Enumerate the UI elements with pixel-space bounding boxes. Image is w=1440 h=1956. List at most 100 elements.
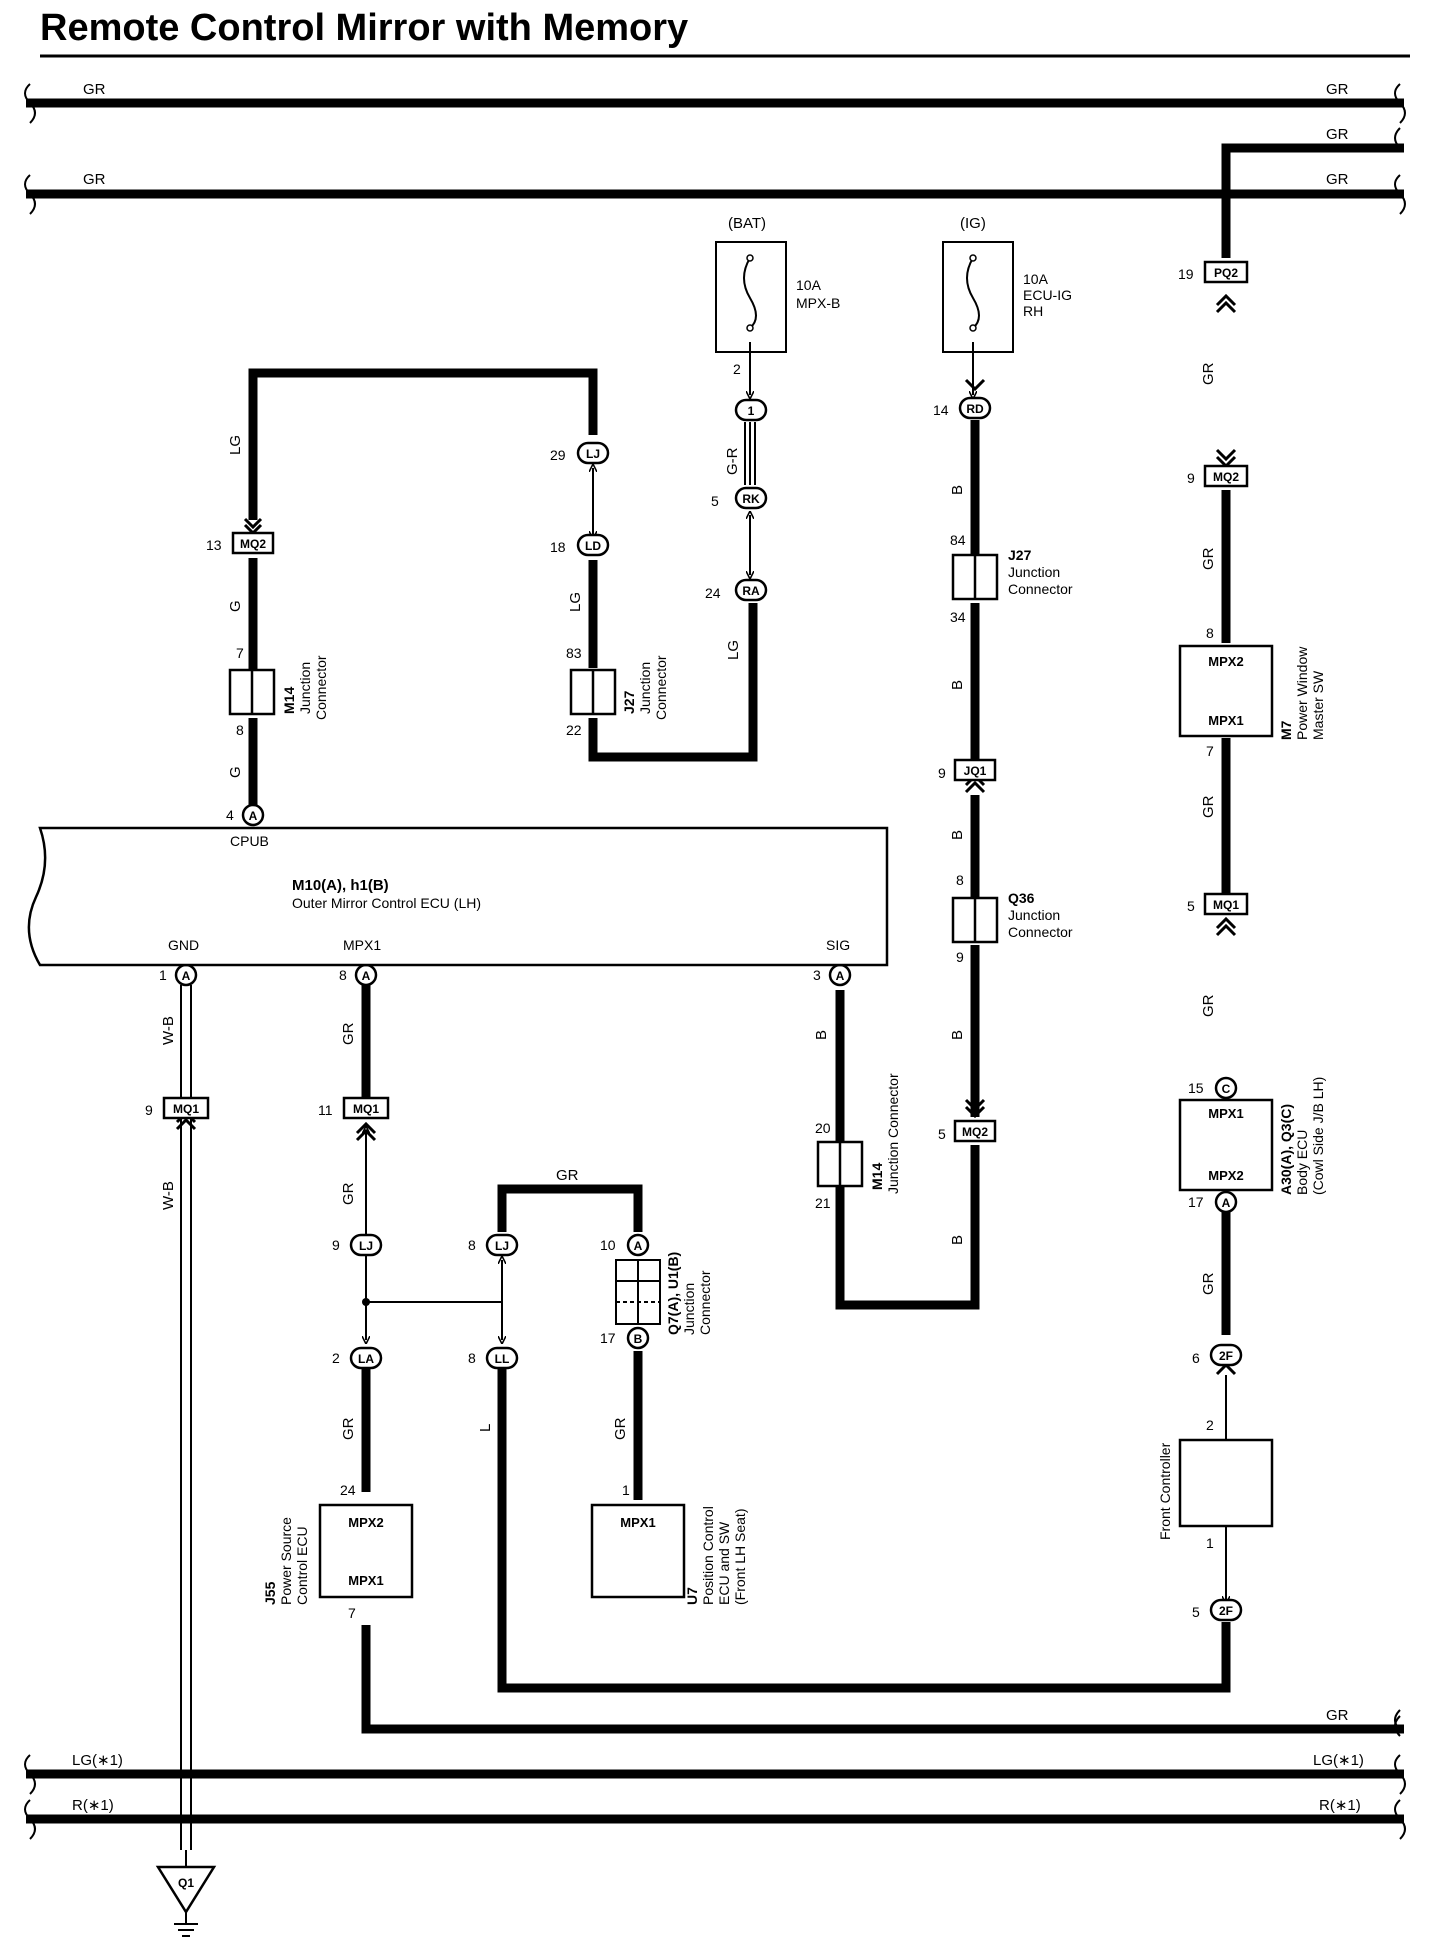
body-id: A30(A), Q3(C) — [1278, 1104, 1294, 1195]
ground-q1-label: Q1 — [178, 1876, 194, 1890]
svg-text:5: 5 — [711, 493, 719, 509]
u7-l3: (Front LH Seat) — [732, 1509, 748, 1605]
conn-a-gnd: A — [182, 969, 191, 983]
svg-text:5: 5 — [1192, 1604, 1200, 1620]
bus-label-lg1-l: LG(∗1) — [72, 1752, 123, 1769]
svg-text:8: 8 — [339, 967, 347, 983]
bus-label-gr-2r: GR — [1326, 171, 1349, 188]
m7-mpx1: MPX1 — [1208, 713, 1243, 728]
pin-numbers: 2 5 24 29 18 83 22 14 84 34 9 8 9 5 13 7… — [145, 266, 1214, 1621]
ecu-gnd: GND — [168, 937, 199, 953]
bus-label-gr-1r: GR — [1326, 81, 1349, 98]
conn-a-q7: A — [634, 1239, 643, 1253]
svg-text:3: 3 — [813, 967, 821, 983]
conn-jq1: JQ1 — [964, 764, 987, 778]
power-label-ig: (IG) — [960, 215, 986, 232]
oval-connectors — [349, 396, 1243, 1622]
m7-l2: Master SW — [1310, 670, 1326, 740]
j27-top-l2: Connector — [1008, 581, 1073, 597]
q36-l2: Connector — [1008, 924, 1073, 940]
page-title: Remote Control Mirror with Memory — [40, 7, 688, 49]
conn-2f-top: 2F — [1219, 1349, 1233, 1363]
conn-c-body: C — [1222, 1082, 1231, 1096]
ecu-cpub: CPUB — [230, 833, 269, 849]
j27-top-id: J27 — [1008, 547, 1032, 563]
wire-b-2: B — [949, 680, 966, 690]
bus-label-r1-l: R(∗1) — [72, 1797, 114, 1814]
conn-ra: RA — [742, 584, 760, 598]
conn-mq2-mid: MQ2 — [962, 1125, 988, 1139]
svg-text:2: 2 — [332, 1350, 340, 1366]
wire-gr-r4: GR — [1200, 994, 1217, 1017]
svg-text:8: 8 — [1206, 625, 1214, 641]
fuse-mpx-b — [715, 241, 787, 353]
j55-id: J55 — [262, 1581, 278, 1605]
conn-lj-top: LJ — [586, 447, 600, 461]
conn-a-mpx1: A — [362, 969, 371, 983]
svg-text:83: 83 — [566, 645, 582, 661]
m14-mid-l1: Junction Connector — [885, 1073, 901, 1194]
connector-chevrons — [175, 293, 1237, 1376]
bus-label-gr-bottom: GR — [1326, 1707, 1349, 1724]
svg-text:8: 8 — [956, 872, 964, 888]
fuse-ecu-ig — [942, 241, 1014, 353]
wire-b-6: B — [813, 1030, 830, 1040]
svg-text:9: 9 — [956, 949, 964, 965]
svg-text:5: 5 — [1187, 898, 1195, 914]
conn-mq2-left: MQ2 — [240, 537, 266, 551]
m7-mpx2: MPX2 — [1208, 654, 1243, 669]
svg-text:17: 17 — [1188, 1194, 1204, 1210]
wire-b-5: B — [949, 1235, 966, 1245]
u7-mpx1: MPX1 — [620, 1515, 655, 1530]
svg-text:9: 9 — [332, 1237, 340, 1253]
body-mpx1: MPX1 — [1208, 1106, 1243, 1121]
wire-l: L — [477, 1424, 494, 1432]
fuse-ig-name2: RH — [1023, 303, 1043, 319]
wires — [248, 143, 1404, 1734]
conn-la: LA — [358, 1352, 374, 1366]
wire-wb-1: W-B — [160, 1016, 177, 1045]
wire-gr-r1: GR — [1200, 362, 1217, 385]
bus-lines — [26, 98, 1404, 1824]
body-mpx2: MPX2 — [1208, 1168, 1243, 1183]
fuse-bat-amp: 10A — [796, 277, 822, 293]
conn-b-q7: B — [634, 1332, 643, 1346]
wire-b-3: B — [949, 830, 966, 840]
conn-a-sig: A — [836, 969, 845, 983]
wire-gr-r: G-R — [724, 447, 741, 475]
svg-text:1: 1 — [622, 1482, 630, 1498]
svg-text:14: 14 — [933, 402, 949, 418]
j27-left-id: J27 — [621, 690, 637, 714]
body-l1: Body ECU — [1294, 1130, 1310, 1195]
svg-text:7: 7 — [348, 1605, 356, 1621]
conn-a-body: A — [1222, 1196, 1231, 1210]
svg-text:18: 18 — [550, 539, 566, 555]
svg-text:34: 34 — [950, 609, 966, 625]
q7-id: Q7(A), U1(B) — [665, 1252, 681, 1335]
svg-text:2: 2 — [1206, 1417, 1214, 1433]
conn-ld: LD — [585, 539, 601, 553]
svg-text:9: 9 — [938, 765, 946, 781]
svg-text:17: 17 — [600, 1330, 616, 1346]
u7-l2: ECU and SW — [716, 1521, 732, 1605]
ecu-sig: SIG — [826, 937, 850, 953]
svg-text:10: 10 — [600, 1237, 616, 1253]
body-l2: (Cowl Side J/B LH) — [1310, 1077, 1326, 1195]
svg-text:15: 15 — [1188, 1080, 1204, 1096]
conn-mq1-gnd: MQ1 — [173, 1102, 199, 1116]
bus-break-marks — [24, 83, 1406, 1840]
m14-top-id: M14 — [281, 687, 297, 714]
bus-label-lg1-r: LG(∗1) — [1313, 1752, 1364, 1769]
bus-label-gr-branch: GR — [1326, 126, 1349, 143]
power-label-bat: (BAT) — [728, 215, 766, 232]
wire-gr-loop: GR — [556, 1167, 579, 1184]
svg-text:5: 5 — [938, 1126, 946, 1142]
wire-gr-r5: GR — [1200, 1272, 1217, 1295]
wire-gr-m1: GR — [340, 1022, 357, 1045]
rect-connectors — [162, 260, 1249, 1143]
wire-gr-m2: GR — [340, 1182, 357, 1205]
j27-left-l1: Junction — [637, 662, 653, 714]
wire-b-1: B — [949, 485, 966, 495]
q7-l1: Junction — [681, 1283, 697, 1335]
svg-text:29: 29 — [550, 447, 566, 463]
